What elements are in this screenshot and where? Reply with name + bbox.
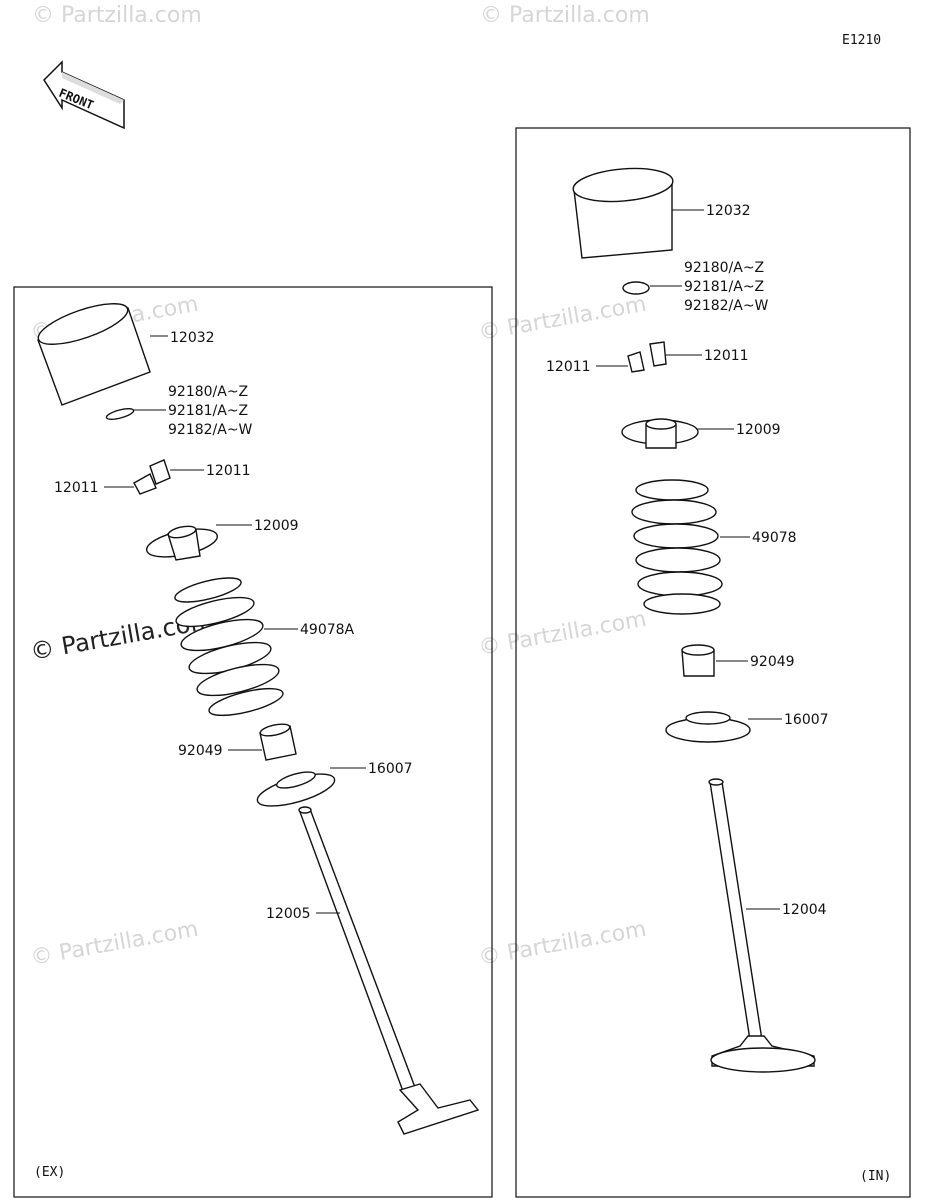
in-shim — [622, 281, 682, 295]
in-label-spring: 49078 — [752, 530, 797, 546]
ex-seal — [228, 723, 297, 761]
watermark: © Partzilla.com — [477, 917, 649, 971]
ex-label-seal: 92049 — [178, 743, 223, 759]
ex-label-bucket: 12032 — [170, 330, 215, 346]
in-retainer — [621, 418, 734, 449]
exhaust-panel-frame — [13, 286, 493, 1198]
in-label-shim-1: 92180/A~Z — [684, 260, 764, 276]
exhaust-tag: (EX) — [34, 1165, 65, 1180]
ex-label-spring: 49078A — [300, 622, 355, 638]
in-label-shim-3: 92182/A~W — [684, 298, 769, 314]
intake-panel-frame — [515, 127, 911, 1198]
ex-label-shim-3: 92182/A~W — [168, 422, 253, 438]
ex-label-keeper-right: 12011 — [206, 463, 251, 479]
ex-label-shim-2: 92181/A~Z — [168, 403, 248, 419]
in-label-seal: 92049 — [750, 654, 795, 670]
in-seal — [681, 644, 748, 677]
ex-bucket — [37, 303, 168, 406]
watermark: © Partzilla.com — [480, 3, 650, 28]
in-label-keeper-left: 12011 — [546, 359, 591, 375]
ex-label-valve: 12005 — [266, 906, 311, 922]
watermark: © Partzilla.com — [477, 607, 649, 661]
ex-label-shim-1: 92180/A~Z — [168, 384, 248, 400]
ex-retainer — [145, 524, 252, 561]
ex-spring — [174, 577, 298, 717]
in-label-retainer: 12009 — [736, 422, 781, 438]
intake-tag: (IN) — [860, 1169, 891, 1184]
watermark: © Partzilla.com — [477, 292, 649, 346]
ex-valve — [298, 806, 480, 1135]
ex-shim — [105, 408, 166, 420]
ex-label-keeper-left: 12011 — [54, 480, 99, 496]
in-seat — [665, 711, 782, 743]
watermark: © Partzilla.com — [29, 917, 201, 971]
in-keepers — [596, 341, 702, 373]
diagram-code: E1210 — [842, 33, 881, 48]
ex-keepers — [104, 459, 204, 495]
in-bucket — [572, 167, 704, 259]
in-label-valve: 12004 — [782, 902, 827, 918]
ex-label-seat: 16007 — [368, 761, 413, 777]
ex-label-retainer: 12009 — [254, 518, 299, 534]
in-label-keeper-right: 12011 — [704, 348, 749, 364]
watermark: © Partzilla.com — [32, 3, 202, 28]
in-label-bucket: 12032 — [706, 203, 751, 219]
front-arrow-icon: FRONT — [43, 60, 125, 130]
ex-seat — [256, 767, 366, 807]
in-spring — [631, 479, 750, 615]
in-label-seat: 16007 — [784, 712, 829, 728]
in-valve — [708, 778, 816, 1073]
in-label-shim-2: 92181/A~Z — [684, 279, 764, 295]
